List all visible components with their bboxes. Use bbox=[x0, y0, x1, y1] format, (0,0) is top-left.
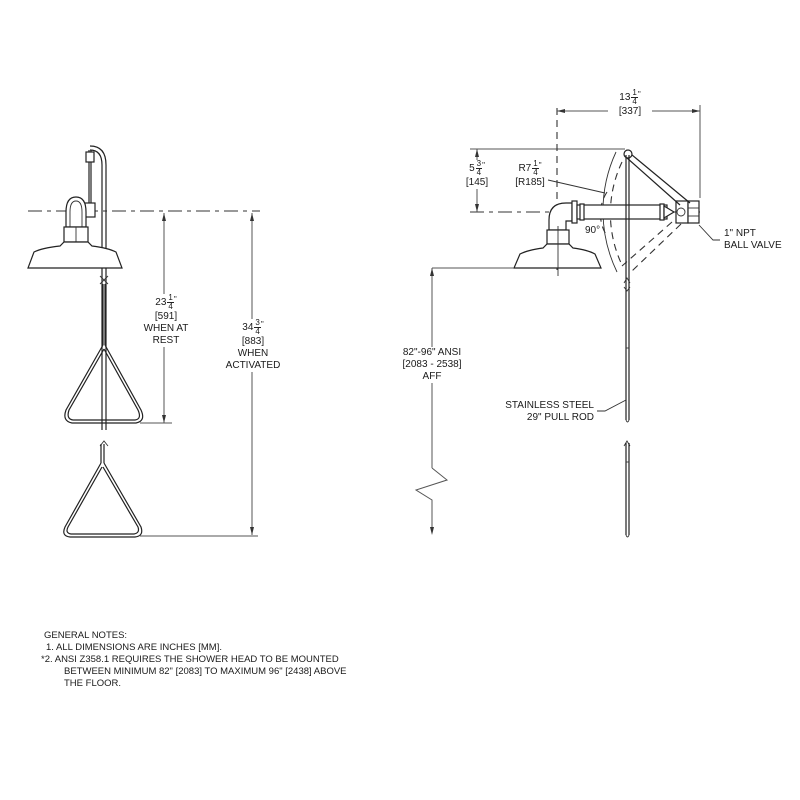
left-supply-pipe bbox=[89, 145, 107, 430]
dim-activated-caption-1: WHEN bbox=[222, 348, 284, 360]
angle-label: 90° bbox=[585, 225, 601, 236]
left-shower-head bbox=[27, 241, 123, 269]
dim-line-activated bbox=[140, 213, 258, 537]
valve-label-line-2: BALL VALVE bbox=[724, 240, 782, 251]
dim-height-whole: 5 bbox=[469, 163, 475, 175]
mount-height-line-2: [2083 - 2538] bbox=[402, 359, 462, 370]
dim-rest-caption-2: REST bbox=[142, 335, 190, 347]
right-elbow bbox=[548, 202, 573, 231]
rod-label-line-1: STAINLESS STEEL bbox=[505, 400, 594, 411]
left-elbow bbox=[65, 196, 87, 228]
dim-width-metric: [337] bbox=[608, 106, 652, 118]
dim-radius-metric: [R185] bbox=[515, 177, 545, 188]
rod-label-line-2: 29" PULL ROD bbox=[526, 412, 594, 423]
right-view bbox=[414, 105, 720, 538]
general-notes: GENERAL NOTES: 1. ALL DIMENSIONS ARE INC… bbox=[41, 630, 347, 690]
notes-heading: GENERAL NOTES: bbox=[44, 630, 128, 641]
right-supply-pipe bbox=[576, 204, 668, 220]
dim-rest-metric: [591] bbox=[142, 311, 190, 323]
right-break-mark bbox=[623, 277, 631, 292]
dim-width-whole: 13 bbox=[619, 92, 631, 104]
valve-callout: 1" NPT BALL VALVE bbox=[724, 228, 782, 252]
dim-rest-whole: 23 bbox=[155, 297, 167, 309]
ball-valve bbox=[675, 200, 689, 224]
lever-pivot bbox=[623, 149, 633, 159]
left-handle-rest bbox=[64, 344, 144, 424]
left-break-mark bbox=[99, 275, 109, 285]
dim-radius-prefix: R7 bbox=[518, 163, 532, 175]
mount-height-line-1: 82"-96" ANSI bbox=[402, 347, 462, 358]
valve-leader bbox=[698, 224, 720, 241]
rod-leader bbox=[597, 399, 627, 412]
dim-activated-caption-2: ACTIVATED bbox=[222, 360, 284, 372]
dim-rest-caption-1: WHEN AT bbox=[142, 323, 190, 335]
left-handle-activated bbox=[63, 462, 143, 538]
left-view bbox=[27, 145, 260, 538]
note-2-line-1: *2. ANSI Z358.1 REQUIRES THE SHOWER HEAD… bbox=[41, 654, 339, 665]
dim-activated-metric: [883] bbox=[222, 336, 284, 348]
lever-arm-rest bbox=[625, 149, 691, 204]
note-1: 1. ALL DIMENSIONS ARE INCHES [MM]. bbox=[46, 642, 222, 653]
left-upper-rod bbox=[84, 150, 96, 218]
mount-height-line-3: AFF bbox=[422, 371, 442, 382]
valve-label-line-1: 1" NPT bbox=[724, 228, 756, 239]
note-2-line-2: BETWEEN MINIMUM 82" [2083] TO MAXIMUM 96… bbox=[64, 666, 347, 677]
rod-clamp-top bbox=[85, 151, 95, 163]
note-2-line-3: THE FLOOR. bbox=[64, 678, 122, 689]
right-shower-head bbox=[513, 243, 602, 269]
rod-callout: STAINLESS STEEL 29" PULL ROD bbox=[498, 400, 594, 424]
radius-leader bbox=[547, 179, 606, 194]
dim-height-metric: [145] bbox=[458, 177, 496, 189]
mount-height-label: 82"-96" ANSI [2083 - 2538] AFF bbox=[394, 347, 470, 383]
dim-activated-whole: 34 bbox=[242, 322, 254, 334]
